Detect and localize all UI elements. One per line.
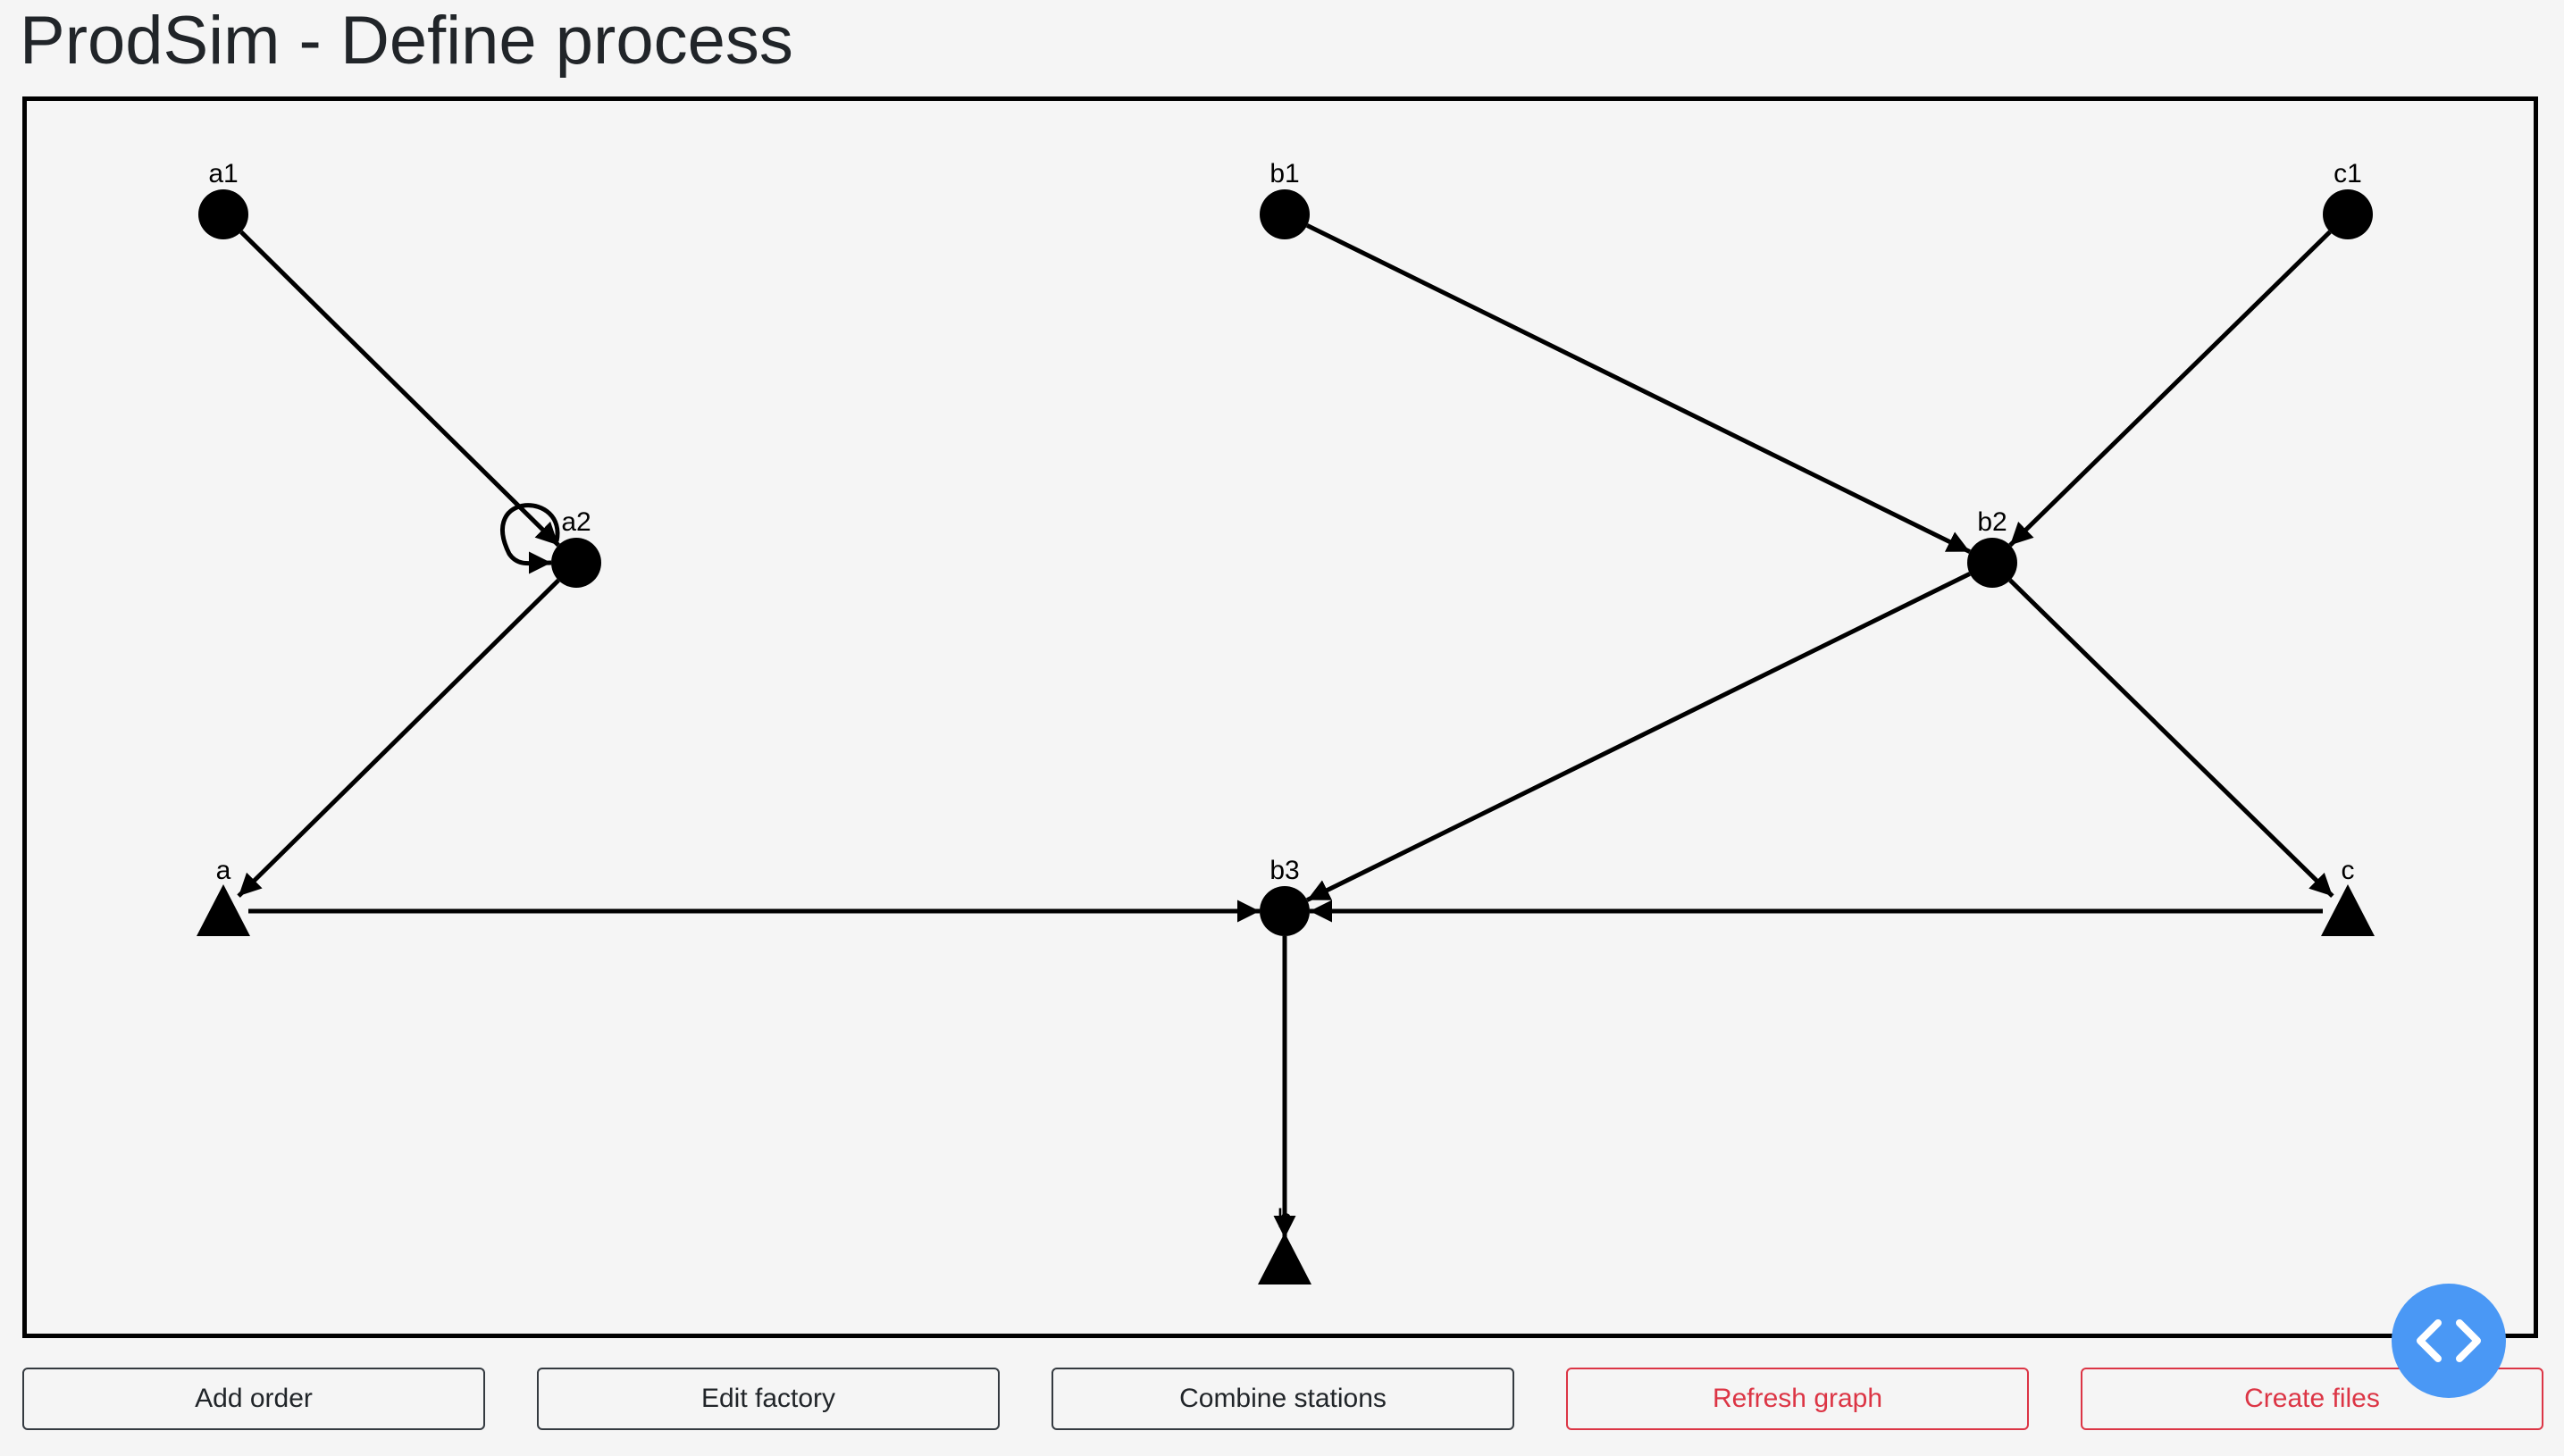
code-toggle-button[interactable] bbox=[2392, 1284, 2506, 1398]
process-graph-canvas[interactable]: a1 a2 b1 b2 b3 c1 a b c bbox=[27, 101, 2534, 1334]
node-label-a: a bbox=[216, 856, 231, 885]
product-node-icon[interactable] bbox=[1258, 1233, 1311, 1284]
add-order-button[interactable]: Add order bbox=[22, 1368, 485, 1430]
process-graph[interactable]: a1 a2 b1 b2 b3 c1 a b c bbox=[22, 96, 2538, 1338]
station-node-icon[interactable] bbox=[1967, 538, 2017, 588]
node-label-b: b bbox=[1278, 1204, 1293, 1234]
graph-node-b[interactable]: b bbox=[1258, 1204, 1311, 1284]
graph-node-b3[interactable]: b3 bbox=[1260, 856, 1310, 936]
edge-a2-a bbox=[237, 578, 560, 898]
station-node-icon[interactable] bbox=[1260, 189, 1310, 239]
node-label-b2: b2 bbox=[1977, 507, 2007, 537]
node-label-a2: a2 bbox=[561, 507, 591, 537]
graph-node-b1[interactable]: b1 bbox=[1260, 159, 1310, 239]
create-files-button[interactable]: Create files bbox=[2081, 1368, 2543, 1430]
product-node-icon[interactable] bbox=[2321, 884, 2375, 936]
graph-node-a2[interactable]: a2 bbox=[551, 507, 601, 588]
product-node-icon[interactable] bbox=[197, 884, 250, 936]
node-label-c1: c1 bbox=[2334, 159, 2362, 188]
edit-factory-button[interactable]: Edit factory bbox=[537, 1368, 1000, 1430]
edge-c1-b2 bbox=[2008, 230, 2332, 548]
refresh-graph-button[interactable]: Refresh graph bbox=[1566, 1368, 2029, 1430]
node-label-a1: a1 bbox=[208, 159, 238, 188]
page-title: ProdSim - Define process bbox=[20, 3, 793, 79]
station-node-icon[interactable] bbox=[551, 538, 601, 588]
node-label-b3: b3 bbox=[1269, 856, 1299, 885]
combine-stations-button[interactable]: Combine stations bbox=[1052, 1368, 1514, 1430]
edge-b2-c bbox=[2008, 578, 2334, 898]
edge-b2-b3 bbox=[1306, 572, 1971, 902]
graph-node-b2[interactable]: b2 bbox=[1967, 507, 2017, 588]
graph-node-a[interactable]: a bbox=[197, 856, 250, 936]
station-node-icon[interactable] bbox=[2323, 189, 2373, 239]
edge-b1-b2 bbox=[1306, 223, 1971, 554]
station-node-icon[interactable] bbox=[1260, 886, 1310, 936]
station-node-icon[interactable] bbox=[198, 189, 248, 239]
edge-a2-a2 bbox=[500, 503, 560, 574]
node-label-c: c bbox=[2342, 856, 2355, 885]
graph-node-a1[interactable]: a1 bbox=[198, 159, 248, 239]
action-toolbar: Add order Edit factory Combine stations … bbox=[22, 1368, 2543, 1432]
code-icon bbox=[2417, 1319, 2481, 1362]
graph-node-c[interactable]: c bbox=[2321, 856, 2375, 936]
edge-a1-a2 bbox=[239, 230, 560, 548]
node-label-b1: b1 bbox=[1269, 159, 1299, 188]
graph-node-c1[interactable]: c1 bbox=[2323, 159, 2373, 239]
